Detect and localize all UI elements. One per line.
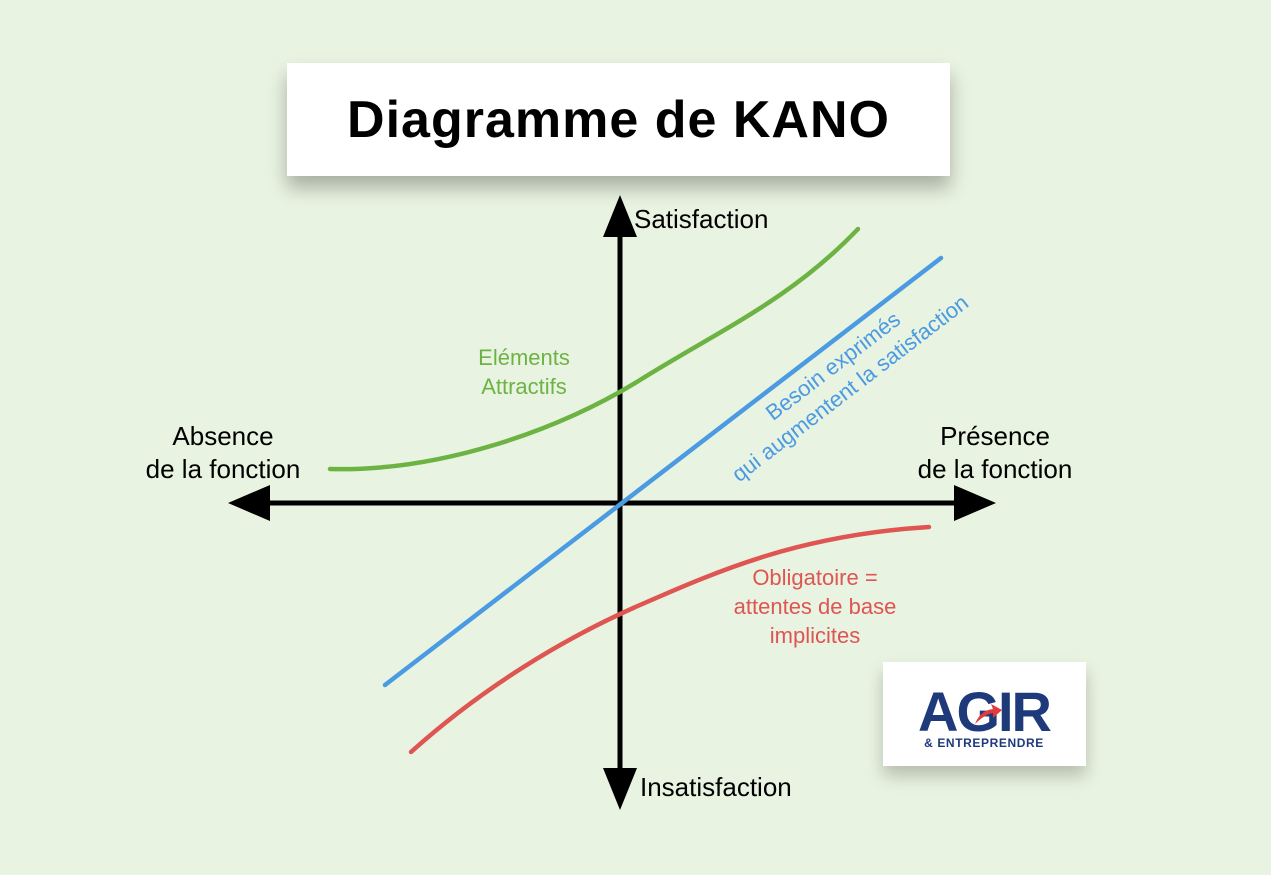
attractive-curve [327, 226, 861, 472]
agir-logo: AGIR & ENTREPRENDRE [918, 680, 1054, 750]
axis-label-top: Satisfaction [634, 204, 768, 234]
down-arrow-icon [603, 768, 637, 810]
axis-label-left-line2: de la fonction [146, 454, 301, 484]
axis-label-bottom: Insatisfaction [640, 772, 792, 802]
up-arrow-icon [603, 195, 637, 237]
axis-label-right-line2: de la fonction [918, 454, 1073, 484]
left-arrow-icon [228, 485, 270, 521]
attractive-label-line1: Eléments [478, 345, 570, 370]
mandatory-label-line1: Obligatoire = [752, 565, 877, 590]
mandatory-label-line2: attentes de base [734, 594, 897, 619]
mandatory-label-line3: implicites [770, 623, 860, 648]
logo-subtitle: & ENTREPRENDRE [924, 736, 1044, 750]
title-card: Diagramme de KANO [287, 63, 950, 176]
axis-label-right-line1: Présence [940, 421, 1050, 451]
page-title: Diagramme de KANO [347, 90, 890, 149]
attractive-label-line2: Attractifs [481, 374, 567, 399]
logo-card: AGIR & ENTREPRENDRE [883, 662, 1086, 766]
right-arrow-icon [954, 485, 996, 521]
performance-line [382, 255, 944, 688]
mandatory-curve [408, 524, 932, 755]
logo-brand: AGIR [918, 680, 1052, 743]
axis-label-left-line1: Absence [172, 421, 273, 451]
logo-arrow-icon [975, 704, 1002, 724]
